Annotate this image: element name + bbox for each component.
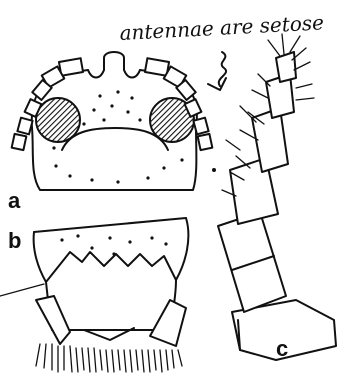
figure-b-segment [0, 218, 188, 372]
annotation-arrowhead [208, 78, 226, 90]
label-a: a [8, 188, 21, 213]
b-fringe-setae [36, 344, 182, 372]
b-setae-dots [60, 234, 167, 255]
figure-c-leg [212, 34, 336, 360]
label-b: b [8, 228, 21, 253]
left-compound-eye [36, 98, 80, 142]
label-c: c [276, 336, 288, 361]
figure-a-head [12, 52, 213, 190]
annotation-text: antennae are setose [119, 10, 324, 45]
